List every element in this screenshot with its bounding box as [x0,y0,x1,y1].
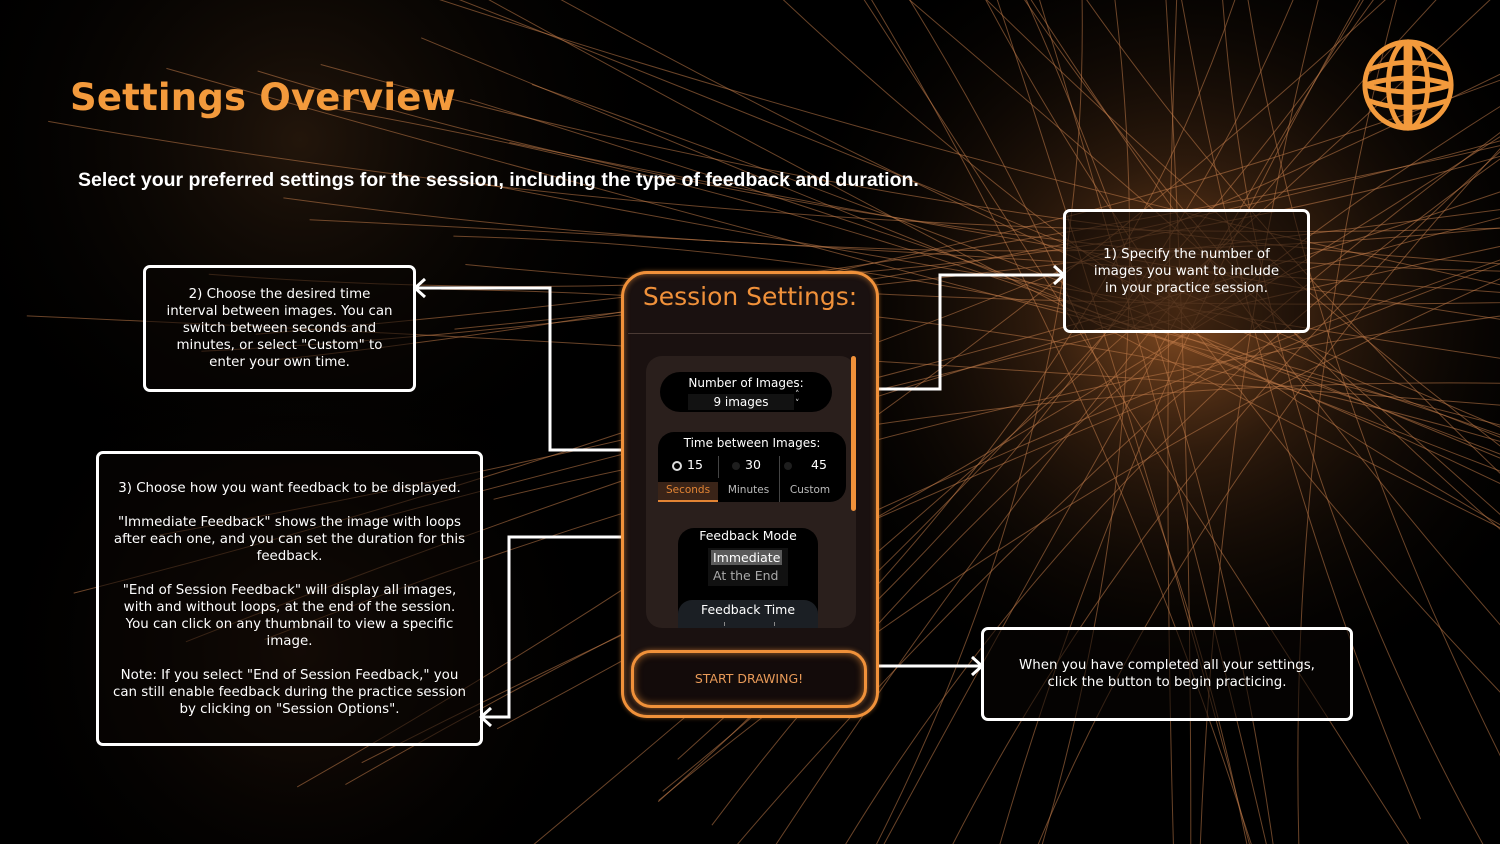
time-option-15[interactable]: 15 [672,457,703,472]
radio-unselected-icon[interactable] [784,461,792,470]
feedback-mode-label: Feedback Mode [699,528,797,543]
background-filament [996,0,1250,844]
unit-tab-underline [658,500,718,502]
settings-scroll-area: Number of Images: 9 images ˄ ˅ Time betw… [646,356,856,628]
page-subtitle: Select your preferred settings for the s… [78,169,919,191]
unit-tab-custom[interactable]: Custom [789,484,831,496]
feedback-option-at-the-end[interactable]: At the End [713,568,779,583]
radio-selected-icon[interactable] [672,460,682,471]
number-of-images-group: Number of Images: 9 images ˄ ˅ [660,372,832,412]
slider-tick [774,622,775,626]
chevron-up-icon[interactable]: ˄ [795,390,800,400]
background-filament [488,0,1500,529]
panel-title: Session Settings: [642,282,858,311]
background-filament [1247,0,1500,757]
callout-feedback-intro: 3) Choose how you want feedback to be di… [118,480,461,496]
background-filament [166,67,1500,426]
chevron-down-icon[interactable]: ˅ [795,399,800,409]
radio-unselected-icon[interactable] [732,461,740,470]
time-option-label: 45 [811,457,827,472]
background-filament [863,0,1410,844]
background-filament [952,151,1500,844]
page-title: Settings Overview [70,76,456,119]
callout-feedback-note: Note: If you select "End of Session Feed… [112,667,467,717]
time-option-label: 15 [687,457,703,472]
unit-tab-active-bg [658,482,718,500]
panel-divider [628,333,872,334]
feedback-mode-group: Feedback Mode Immediate At the End Feedb… [678,528,818,628]
number-of-images-input[interactable]: 9 images [688,394,794,410]
unit-tab-minutes[interactable]: Minutes [727,484,770,496]
globe-icon [1362,39,1454,131]
scrollbar[interactable] [851,356,856,511]
time-option-45[interactable]: 45 [784,457,827,472]
start-drawing-button[interactable]: START DRAWING! [631,650,867,708]
option-separator [718,456,719,478]
feedback-time-group: Feedback Time [678,600,818,628]
time-option-label: 30 [745,457,761,472]
number-of-images-stepper[interactable]: ˄ ˅ [795,391,800,409]
feedback-option-immediate[interactable]: Immediate [711,550,783,565]
slider-tick [724,622,725,626]
callout-number-of-images: 1) Specify the number of images you want… [1063,209,1310,333]
session-settings-panel: Session Settings: Number of Images: 9 im… [621,271,879,718]
callout-start: When you have completed all your setting… [981,627,1353,721]
feedback-time-label: Feedback Time [700,602,796,617]
time-between-group: Time between Images: 15 30 45 Seconds Mi… [658,432,846,502]
callout-feedback-end: "End of Session Feedback" will display a… [122,582,457,649]
callout-number-of-images-text: 1) Specify the number of images you want… [1093,246,1280,296]
option-separator [779,456,780,502]
unit-tab-seconds[interactable]: Seconds [665,484,711,496]
number-of-images-label: Number of Images: [688,376,804,390]
callout-time-between: 2) Choose the desired time interval betw… [143,265,416,392]
time-option-30[interactable]: 30 [732,457,761,472]
callout-time-between-text: 2) Choose the desired time interval betw… [166,287,393,370]
background-filament [1297,0,1398,844]
feedback-mode-select[interactable]: Immediate At the End [708,548,788,586]
callout-feedback-immediate: "Immediate Feedback" shows the image wit… [113,514,466,564]
callout-feedback: 3) Choose how you want feedback to be di… [96,451,483,746]
background-filament [421,37,1500,472]
callout-start-text: When you have completed all your setting… [1019,658,1315,690]
background-filament [470,99,1500,455]
time-between-label: Time between Images: [683,436,821,450]
